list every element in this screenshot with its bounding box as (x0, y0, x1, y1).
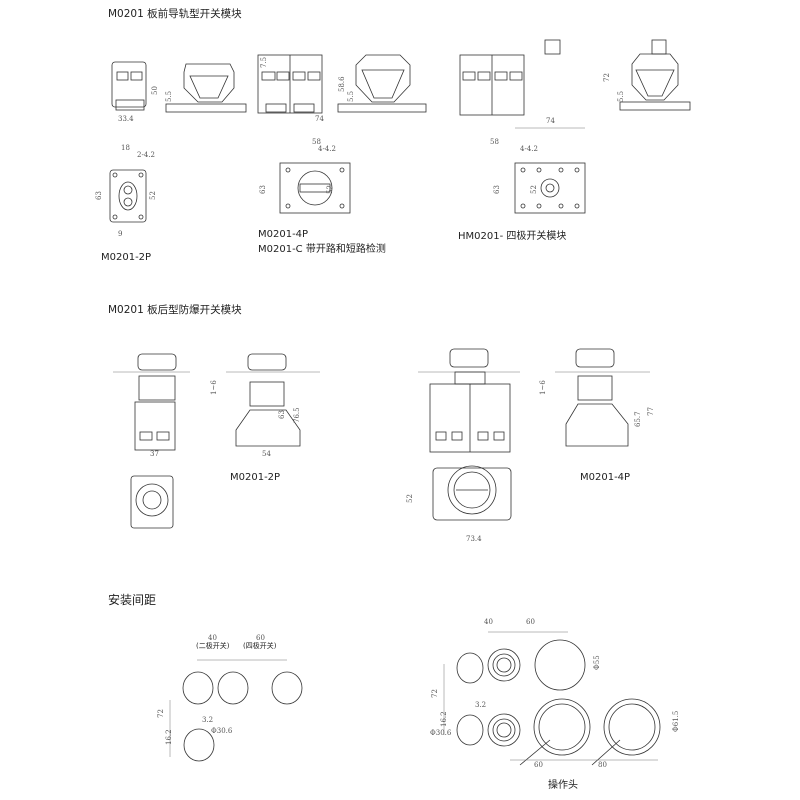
dim-label: 2-4.2 (137, 151, 155, 159)
dim-label: 5.5 (617, 90, 625, 102)
drawing-4p-front (257, 54, 323, 114)
dim-label: 63 (95, 191, 103, 200)
dim-label: 72 (157, 709, 165, 718)
dim-label: 3.2 (202, 716, 214, 724)
drawing-hm-side (619, 39, 691, 111)
dim-label: 60 (534, 761, 543, 769)
model-label-c: M0201-C 带开路和短路检测 (258, 244, 386, 255)
dim-label: Φ30.6 (211, 727, 233, 735)
spacing-left (169, 659, 303, 762)
dim-label: 60 (256, 634, 265, 642)
dim-label: 1~6 (210, 380, 218, 395)
drawing-2p-side (165, 63, 247, 113)
drawing-rear-4p-top (432, 465, 512, 521)
section-title-rear: M0201 板后型防爆开关模块 (108, 304, 242, 316)
drawing-2p-front (111, 61, 147, 111)
spacing-right (443, 631, 661, 766)
dim-label: 72 (603, 73, 611, 82)
drawing-hm-front (459, 39, 585, 129)
dim-label: 74 (315, 115, 324, 123)
dim-label: 40 (208, 634, 217, 642)
dim-label: 52 (326, 185, 334, 194)
dim-label: 74 (546, 117, 555, 125)
dim-label: 5.5 (347, 90, 355, 102)
dim-label: 58 (312, 138, 321, 146)
dim-label: 65.7 (634, 411, 642, 427)
model-label-hm: HM0201- 四极开关模块 (458, 231, 567, 242)
drawing-2p-bottom (109, 169, 147, 223)
dim-label: 4-4.2 (520, 145, 538, 153)
dim-label: 33.4 (118, 115, 134, 123)
dim-label: 52 (149, 191, 157, 200)
drawing-rear-2p-top (130, 475, 174, 529)
dim-label: 80 (598, 761, 607, 769)
dim-label: 54 (262, 450, 271, 458)
dim-label: 3.2 (475, 701, 487, 709)
drawing-rear-4p-side (555, 348, 650, 447)
dim-label: 1~6 (539, 380, 547, 395)
dim-label: 76.5 (293, 407, 301, 423)
dim-label: 63 (493, 185, 501, 194)
dim-label: 9 (118, 230, 123, 238)
dim-label: 58 (490, 138, 499, 146)
drawing-rear-2p-side (226, 353, 320, 447)
dim-label: 52 (406, 494, 414, 503)
model-label-4p: M0201-4P (258, 229, 309, 240)
dim-label: 52 (530, 185, 538, 194)
drawing-hm-bottom (514, 162, 586, 214)
dim-label: 40 (484, 618, 493, 626)
operating-head-caption: 操作头 (548, 780, 578, 791)
dim-label: 4-4.2 (318, 145, 336, 153)
dim-label: Φ55 (593, 655, 601, 670)
dim-label: 63 (259, 185, 267, 194)
dim-note: (二极开关) (196, 642, 230, 650)
dim-label: 16.2 (165, 729, 173, 745)
dim-label: 77 (647, 407, 655, 416)
drawing-rear-2p-front (113, 353, 190, 451)
section-title-front-rail: M0201 板前导轨型开关模块 (108, 8, 242, 20)
dim-label: 58.6 (338, 76, 346, 92)
dim-label: 60 (526, 618, 535, 626)
model-label-rear-2p: M0201-2P (230, 472, 281, 483)
dim-label: 5.5 (165, 90, 173, 102)
dim-label: 50 (151, 86, 159, 95)
dim-label: Φ30.6 (430, 729, 452, 737)
dim-label: 18 (121, 144, 130, 152)
drawing-4p-side (337, 54, 427, 113)
dim-label: 7.5 (260, 56, 268, 68)
dim-note: (四极开关) (243, 642, 277, 650)
drawing-4p-bottom (279, 162, 351, 214)
dim-label: 73.4 (466, 535, 482, 543)
dim-label: 16.2 (440, 711, 448, 727)
dim-label: 63 (278, 410, 286, 419)
section-title-spacing: 安装间距 (108, 593, 157, 607)
model-label-2p: M0201-2P (101, 252, 152, 263)
dim-label: 72 (431, 689, 439, 698)
drawing-rear-4p-front (418, 348, 520, 453)
model-label-rear-4p: M0201-4P (580, 472, 631, 483)
dim-label: 37 (150, 450, 159, 458)
dim-label: Φ61.5 (672, 710, 680, 732)
